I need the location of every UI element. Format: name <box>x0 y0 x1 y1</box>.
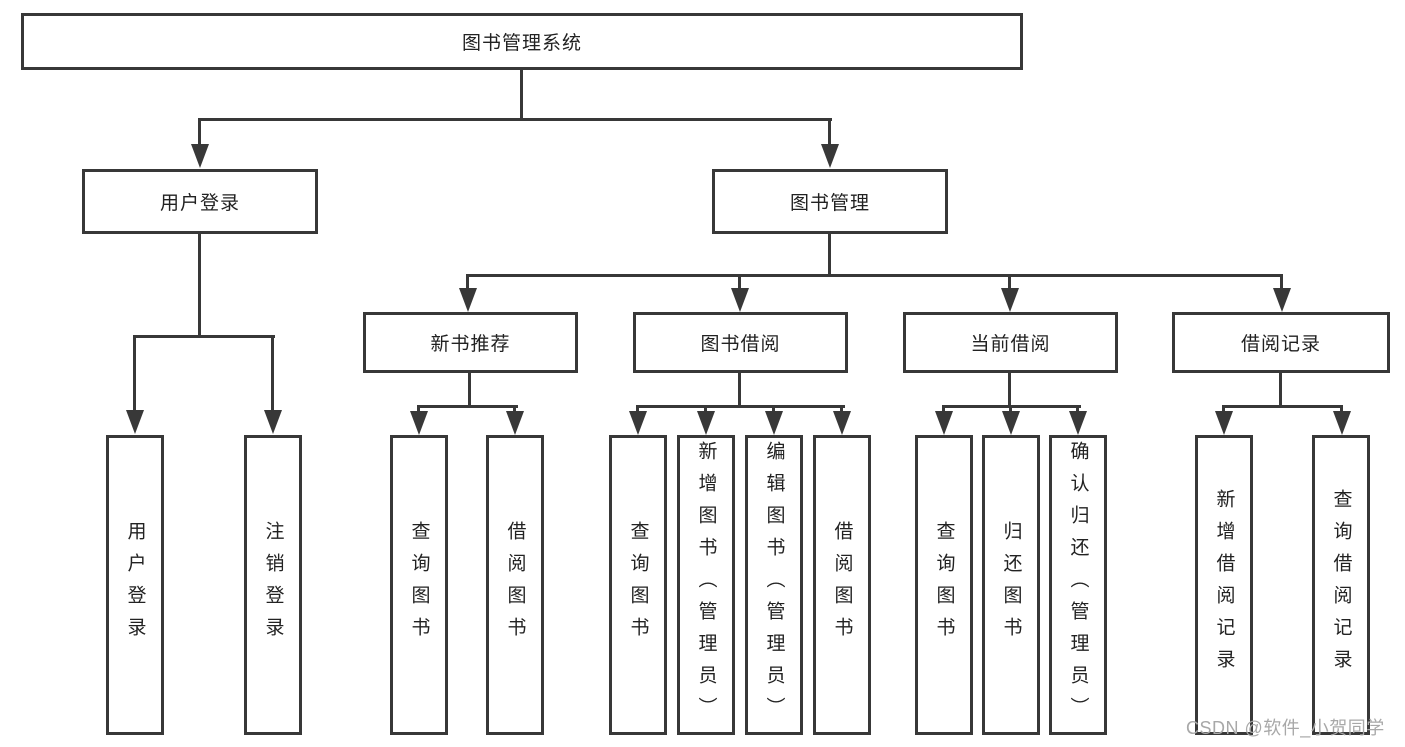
connector-line <box>1340 405 1343 413</box>
node-label: 借阅图书 <box>831 521 853 649</box>
connector-line <box>513 405 516 413</box>
arrowhead-icon <box>629 411 647 435</box>
connector-line <box>704 405 707 413</box>
node-label: 新书推荐 <box>430 334 511 355</box>
leaf-add-book-admin: 新增图书（管理员） <box>677 435 735 735</box>
node-label: 查询借阅记录 <box>1330 489 1352 681</box>
connector-line <box>636 405 639 413</box>
leaf-query-borrow-record: 查询借阅记录 <box>1312 435 1370 735</box>
node-book-management-branch: 图书管理 <box>712 169 948 234</box>
node-label: 查询图书 <box>408 521 430 649</box>
node-label: 查询图书 <box>627 521 649 649</box>
connector-line <box>1222 405 1225 413</box>
connector-line <box>133 335 136 412</box>
connector-line <box>828 234 831 276</box>
connector-line <box>198 118 201 146</box>
connector-line <box>466 274 1283 277</box>
node-label: 新增借阅记录 <box>1213 489 1235 681</box>
node-label: 图书管理系统 <box>461 33 582 54</box>
connector-line <box>133 335 275 338</box>
connector-line <box>738 274 741 290</box>
node-library-management-system: 图书管理系统 <box>21 13 1023 70</box>
connector-line <box>520 70 523 120</box>
arrowhead-icon <box>126 410 144 434</box>
node-borrowing-records: 借阅记录 <box>1172 312 1390 373</box>
arrowhead-icon <box>1001 288 1019 312</box>
node-label: 确认归还（管理员） <box>1067 441 1089 729</box>
node-label: 借阅图书 <box>504 521 526 649</box>
connector-line <box>738 373 741 407</box>
leaf-query-books-current: 查询图书 <box>915 435 973 735</box>
connector-line <box>417 405 518 408</box>
arrowhead-icon <box>410 411 428 435</box>
node-label: 注销登录 <box>262 521 284 649</box>
node-book-borrowing: 图书借阅 <box>633 312 848 373</box>
csdn-watermark: CSDN @软件_小贺同学 <box>1186 718 1385 738</box>
connector-line <box>636 405 845 408</box>
arrowhead-icon <box>731 288 749 312</box>
node-current-borrowing: 当前借阅 <box>903 312 1118 373</box>
leaf-user-login: 用户登录 <box>106 435 164 735</box>
connector-line <box>840 405 843 413</box>
connector-line <box>1009 405 1012 413</box>
node-label: 新增图书（管理员） <box>695 441 717 729</box>
leaf-edit-book-admin: 编辑图书（管理员） <box>745 435 803 735</box>
connector-line <box>1222 405 1343 408</box>
leaf-logout: 注销登录 <box>244 435 302 735</box>
arrowhead-icon <box>833 411 851 435</box>
node-label: 查询图书 <box>933 521 955 649</box>
node-label: 当前借阅 <box>970 334 1051 355</box>
node-label: 编辑图书（管理员） <box>763 441 785 729</box>
leaf-add-borrow-record: 新增借阅记录 <box>1195 435 1253 735</box>
leaf-borrow-books-recommend: 借阅图书 <box>486 435 544 735</box>
connector-line <box>828 118 831 146</box>
node-new-book-recommend: 新书推荐 <box>363 312 578 373</box>
connector-line <box>468 373 471 407</box>
arrowhead-icon <box>1333 411 1351 435</box>
connector-line <box>942 405 945 413</box>
arrowhead-icon <box>191 144 209 168</box>
node-label: 图书管理 <box>789 193 870 214</box>
arrowhead-icon <box>506 411 524 435</box>
arrowhead-icon <box>264 410 282 434</box>
node-label: 用户登录 <box>159 193 240 214</box>
node-label: 借阅记录 <box>1240 334 1321 355</box>
connector-line <box>198 234 201 337</box>
arrowhead-icon <box>821 144 839 168</box>
leaf-query-books-recommend: 查询图书 <box>390 435 448 735</box>
connector-line <box>198 118 832 121</box>
arrowhead-icon <box>1069 411 1087 435</box>
connector-line <box>1279 373 1282 407</box>
arrowhead-icon <box>765 411 783 435</box>
leaf-query-books-borrowing: 查询图书 <box>609 435 667 735</box>
arrowhead-icon <box>935 411 953 435</box>
arrowhead-icon <box>1002 411 1020 435</box>
connector-line <box>772 405 775 413</box>
node-label: 用户登录 <box>124 521 146 649</box>
connector-line <box>1008 373 1011 407</box>
connector-line <box>466 274 469 290</box>
leaf-return-book: 归还图书 <box>982 435 1040 735</box>
node-label: 归还图书 <box>1000 521 1022 649</box>
connector-line <box>417 405 420 413</box>
arrowhead-icon <box>459 288 477 312</box>
leaf-confirm-return-admin: 确认归还（管理员） <box>1049 435 1107 735</box>
connector-line <box>1280 274 1283 290</box>
node-user-login-branch: 用户登录 <box>82 169 318 234</box>
connector-line <box>1076 405 1079 413</box>
arrowhead-icon <box>1273 288 1291 312</box>
connector-line <box>1008 274 1011 290</box>
connector-line <box>271 335 274 412</box>
leaf-borrow-books: 借阅图书 <box>813 435 871 735</box>
node-label: 图书借阅 <box>700 334 781 355</box>
arrowhead-icon <box>697 411 715 435</box>
arrowhead-icon <box>1215 411 1233 435</box>
